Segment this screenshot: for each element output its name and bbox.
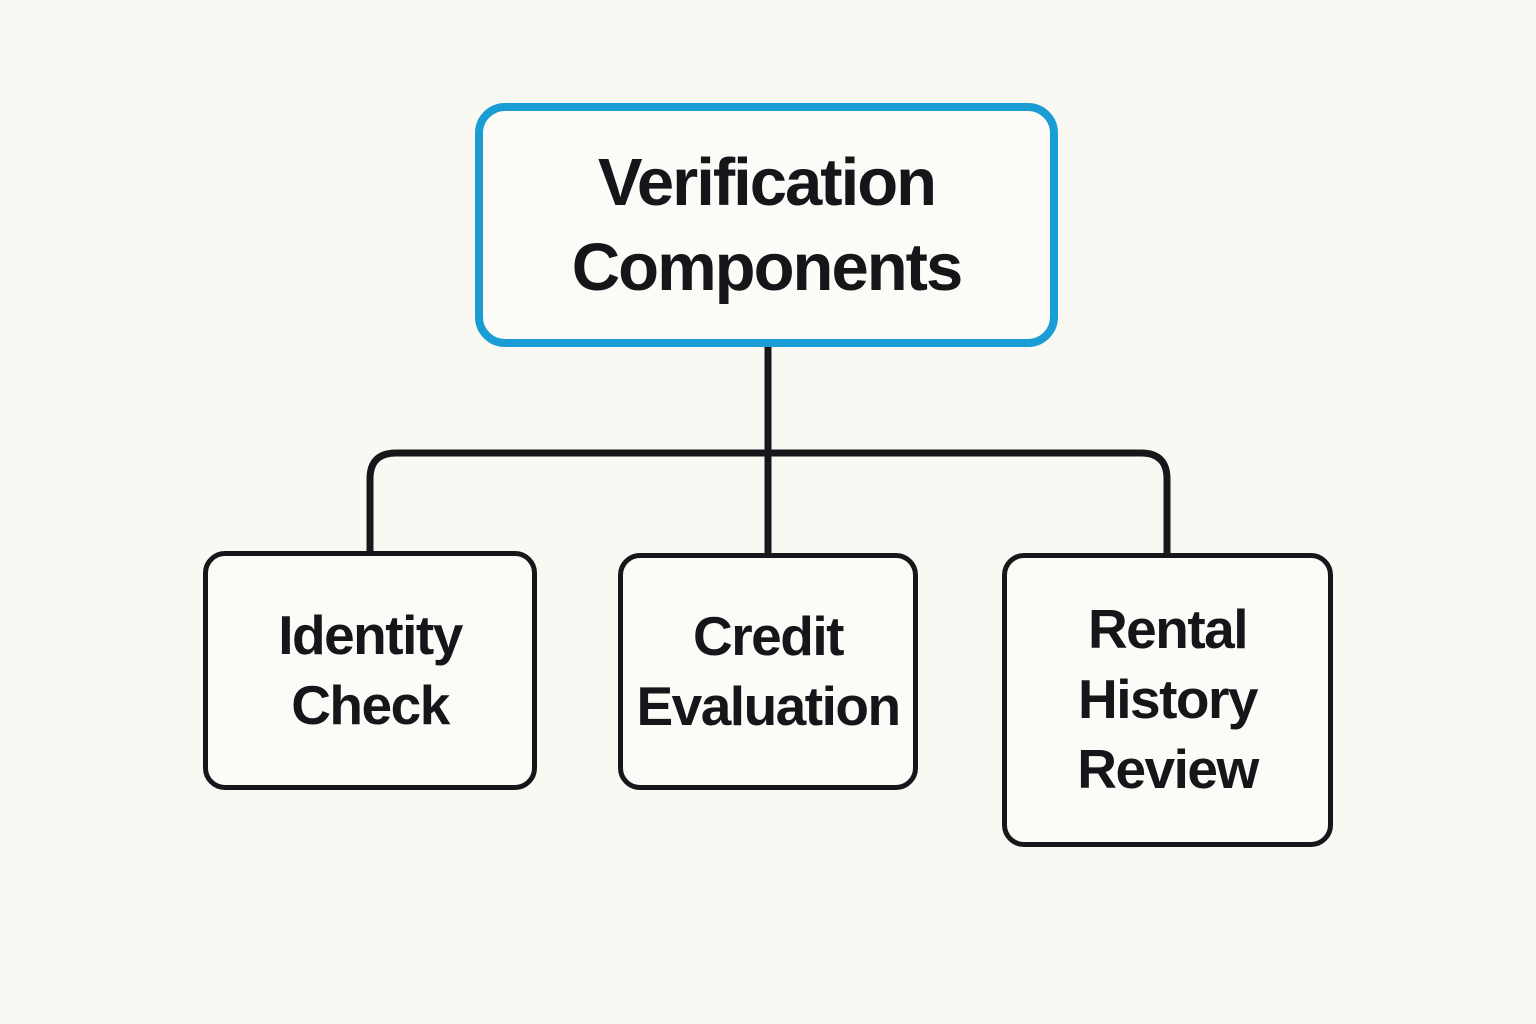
node-label-credit-evaluation: Credit Evaluation (636, 604, 901, 737)
node-rental-history-review: Rental History Review (1002, 553, 1333, 847)
connector-branch-rail (366, 449, 1171, 553)
node-credit-evaluation: Credit Evaluation (618, 553, 918, 790)
node-identity-check: Identity Check (203, 551, 537, 790)
node-label-identity-check: Identity Check (278, 603, 463, 736)
node-verification-components: Verification Components (475, 103, 1058, 347)
node-label-verification-components: Verification Components (571, 144, 963, 305)
node-label-rental-history-review: Rental History Review (1077, 598, 1259, 800)
